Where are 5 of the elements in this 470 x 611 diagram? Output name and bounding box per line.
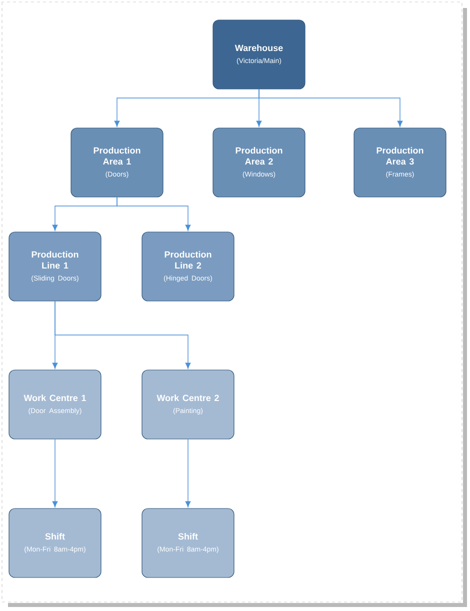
connector-arrow (185, 438, 191, 508)
connector-arrow (116, 196, 191, 231)
connector-arrow (258, 88, 403, 127)
connector-arrow (52, 438, 58, 508)
connector-arrow (54, 300, 191, 369)
